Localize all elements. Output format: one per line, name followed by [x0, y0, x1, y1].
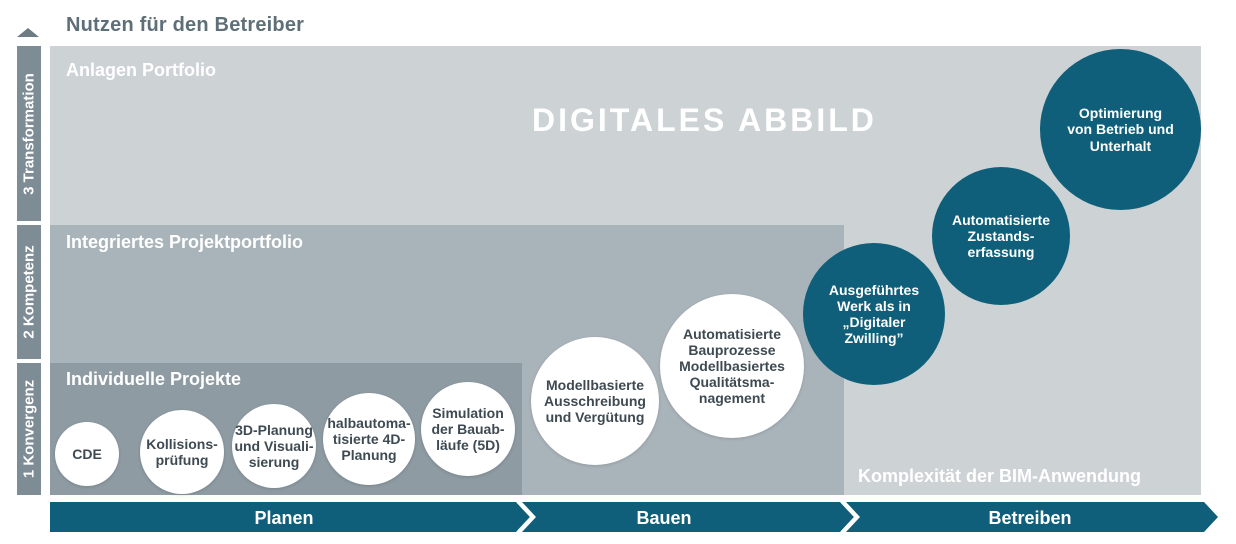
digitales-abbild-label: DIGITALES ABBILD: [532, 102, 877, 138]
phase-bar-graphic: [50, 502, 1218, 532]
phase-segment-bauen: [522, 502, 854, 532]
phase-label-betreiben: Betreiben: [988, 508, 1072, 528]
phase-divider-1: [516, 502, 535, 532]
circle-cde: CDE: [55, 422, 119, 486]
panel-title-anlagen-portfolio: Anlagen Portfolio: [66, 60, 216, 80]
arrow-up-icon: [17, 28, 39, 37]
circle-bauprozesse: Automatisierte Bauprozesse Modellbasiert…: [660, 294, 804, 438]
circle-digitaler-zwilling: Ausgeführtes Werk als in „Digitaler Zwil…: [803, 243, 945, 385]
panel-title-individuelle-projekte: Individuelle Projekte: [66, 369, 242, 389]
panel-title-integriertes-projektportfolio: Integriertes Projektportfolio: [66, 232, 304, 252]
level-label-kompetenz: 2 Kompetenz: [20, 245, 38, 339]
level-bar-konvergenz: 1 Konvergenz: [17, 363, 41, 495]
circle-3d-planung: 3D-Planung und Visuali- sierung: [232, 404, 316, 488]
circle-kollisionspruefung: Kollisions- prüfung: [140, 410, 224, 494]
complexity-label: Komplexität der BIM-Anwendung: [858, 466, 1141, 486]
level-label-konvergenz: 1 Konvergenz: [20, 379, 38, 479]
phase-segment-betreiben: [846, 502, 1218, 532]
circle-ausschreibung: Modellbasierte Ausschreibung und Vergütu…: [531, 337, 659, 465]
level-label-transformation: 3 Transformation: [20, 72, 38, 195]
diagram-title: Nutzen für den Betreiber: [66, 14, 305, 36]
circle-4d-planung: halbautoma- tisierte 4D- Planung: [323, 393, 415, 485]
phase-label-planen: Planen: [254, 508, 314, 528]
circle-optimierung: Optimierung von Betrieb und Unterhalt: [1040, 49, 1201, 210]
phase-segment-planen: [50, 502, 530, 532]
phase-divider-2: [840, 502, 859, 532]
phase-bar: [50, 502, 1218, 532]
level-bar-transformation: 3 Transformation: [17, 46, 41, 221]
circle-zustandserfassung: Automatisierte Zustands- erfassung: [932, 167, 1070, 305]
phase-label-bauen: Bauen: [636, 508, 692, 528]
level-bar-kompetenz: 2 Kompetenz: [17, 225, 41, 359]
circle-5d-simulation: Simulation der Bauab- läufe (5D): [421, 382, 515, 476]
